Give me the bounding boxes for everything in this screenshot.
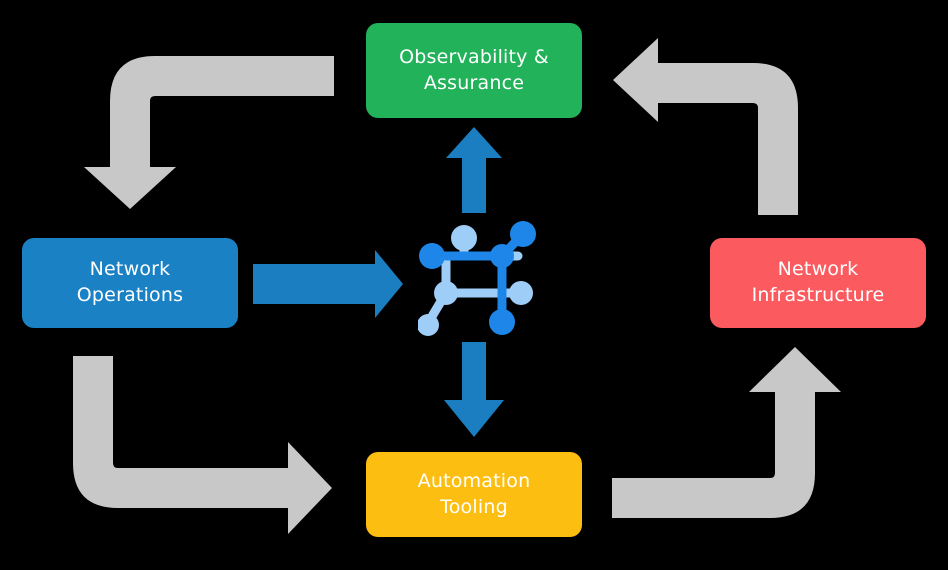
node-automation-tooling-label: Automation Tooling — [417, 469, 531, 518]
node-network-infrastructure[interactable]: Network Infrastructure — [710, 238, 926, 328]
connector-network-operations-to-hub — [253, 250, 403, 318]
connector-observability-to-network-operations — [84, 56, 334, 209]
connector-automation-tooling-to-network-infrastructure — [612, 347, 841, 518]
connector-hub-to-automation-tooling — [444, 342, 504, 437]
connector-network-operations-to-automation-tooling — [73, 356, 332, 534]
node-network-infrastructure-label: Network Infrastructure — [751, 258, 885, 306]
network-topology-icon — [418, 221, 536, 336]
node-observability-assurance[interactable]: Observability & Assurance — [366, 23, 582, 118]
node-automation-tooling[interactable]: Automation Tooling — [366, 452, 582, 537]
node-network-operations[interactable]: Network Operations — [22, 238, 238, 328]
connector-network-infrastructure-to-observability — [613, 38, 798, 215]
network-topology-nodes — [418, 221, 536, 336]
node-observability-assurance-label: Observability & Assurance — [399, 45, 549, 94]
node-network-operations-label: Network Operations — [76, 258, 184, 306]
connector-hub-to-observability — [446, 127, 502, 213]
